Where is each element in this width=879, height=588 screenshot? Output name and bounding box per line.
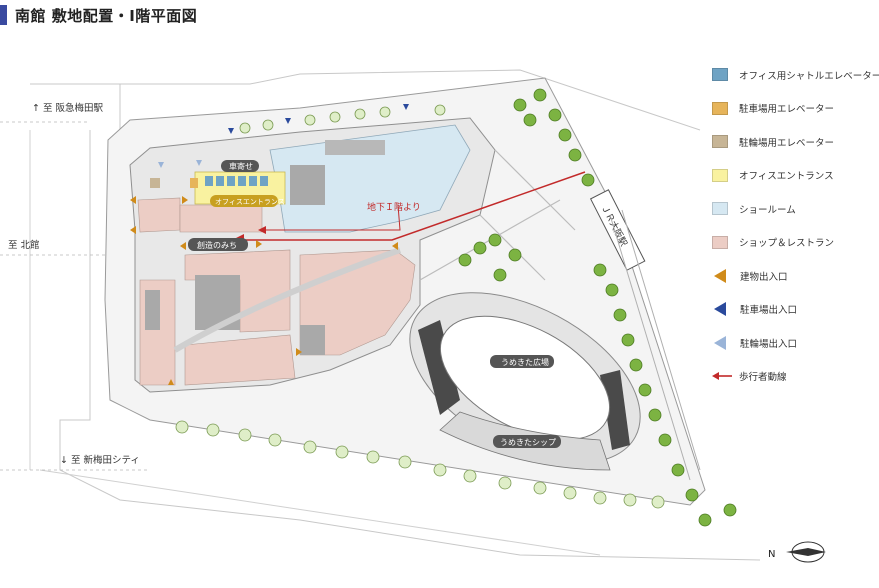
compass-icon: N — [768, 541, 826, 563]
legend-label: 駐車場用エレベーター — [739, 104, 835, 116]
umekita-plaza-pill: うめきた広場 — [490, 355, 554, 368]
legend-item: ショールーム — [712, 192, 877, 226]
legend-label: 駐輪場出入口 — [740, 338, 798, 350]
title-bar: 南館 敷地配置・I階平面図 — [0, 4, 197, 26]
plaza-seating-east — [600, 370, 630, 450]
legend-item: 建物出入口 — [712, 259, 877, 293]
tree-row-south — [175, 420, 665, 509]
legend-swatch — [712, 168, 728, 182]
sozo-path-pill: 創造のみち — [188, 238, 248, 251]
legend-swatch — [712, 235, 728, 249]
umekita-plaza-field — [439, 315, 611, 441]
legend-item: ショップ＆レストラン — [712, 226, 877, 260]
legend-label: ショップ＆レストラン — [739, 238, 835, 250]
legend-item: 駐車場用エレベーター — [712, 92, 877, 126]
compass-north-label: N — [768, 549, 775, 560]
core-block-3 — [145, 290, 160, 330]
shop-zone-north — [179, 204, 263, 233]
core-block-1 — [290, 165, 325, 205]
legend-item: オフィス用シャトルエレベーター — [712, 58, 879, 92]
tree-row-north — [239, 104, 446, 134]
building-entry-markers — [130, 196, 398, 385]
legend-swatch — [712, 135, 728, 149]
legend: オフィス用シャトルエレベーター駐車場用エレベーター駐輪場用エレベーターオフィスエ… — [712, 58, 879, 394]
bicycle-entry-markers — [158, 160, 202, 168]
legend-label: 駐輪場用エレベーター — [739, 137, 835, 149]
road-lower — [29, 130, 601, 556]
direction-kitakan: 至 北館 — [8, 240, 40, 251]
office-entrance-label: オフィスエントランス — [215, 198, 285, 206]
legend-swatch — [714, 335, 726, 350]
legend-label: 駐車場出入口 — [740, 305, 798, 317]
station-rail-lines — [609, 209, 701, 481]
office-entrance-pill: オフィスエントランス — [210, 195, 285, 207]
road-outline — [30, 69, 761, 561]
pickup-pill: 車寄せ — [221, 160, 259, 172]
umekita-shop-pill: うめきたシップ — [493, 435, 561, 448]
legend-label: 歩行者動線 — [739, 372, 787, 384]
walkway-curved — [173, 247, 402, 353]
legend-swatch — [714, 268, 726, 283]
parking-entry-markers — [228, 104, 409, 134]
legend-swatch — [712, 202, 728, 216]
core-block-5 — [325, 140, 385, 155]
legend-item: 駐輪場用エレベーター — [712, 125, 877, 159]
page-title: 南館 敷地配置・I階平面図 — [15, 6, 198, 25]
legend-label: 建物出入口 — [740, 271, 788, 283]
legend-label: オフィスエントランス — [739, 171, 834, 183]
umekita-plaza-label: うめきた広場 — [501, 357, 549, 367]
legend-item: 駐輪場出入口 — [712, 326, 877, 360]
umekita-shop-label: うめきたシップ — [500, 438, 556, 447]
legend-item: 歩行者動線 — [712, 360, 877, 394]
pedestrian-flow-arrow — [232, 171, 586, 246]
pickup-label: 車寄せ — [229, 161, 253, 171]
shop-zone-central — [184, 249, 291, 333]
direction-shin-umeda: ↓ 至 新梅田シティ — [60, 455, 140, 466]
plaza-seating-west — [418, 320, 460, 415]
title-accent-bar — [0, 5, 7, 25]
sozo-path-label: 創造のみち — [197, 240, 237, 250]
showroom-zone — [269, 124, 471, 233]
core-block-4 — [300, 325, 325, 355]
parking-elevator — [190, 178, 198, 188]
tree-row — [458, 88, 737, 527]
legend-swatch — [712, 68, 728, 82]
legend-swatch — [714, 302, 726, 317]
legend-swatch — [712, 372, 732, 381]
shop-zone-west — [137, 197, 181, 233]
legend-label: オフィス用シャトルエレベーター — [739, 70, 879, 82]
office-shuttle-elevators — [205, 176, 268, 186]
from-basement-label: 地下Ｉ階より — [367, 201, 421, 213]
bicycle-elevator — [150, 178, 160, 188]
direction-hankyu: ↑ 至 阪急梅田駅 — [32, 103, 103, 114]
legend-label: ショールーム — [739, 204, 796, 216]
pedestrian-flow-arrow-2 — [258, 204, 401, 234]
legend-item: オフィスエントランス — [712, 159, 877, 193]
legend-item: 駐車場出入口 — [712, 293, 877, 327]
legend-swatch — [712, 101, 728, 115]
shop-zone-south — [184, 334, 296, 386]
